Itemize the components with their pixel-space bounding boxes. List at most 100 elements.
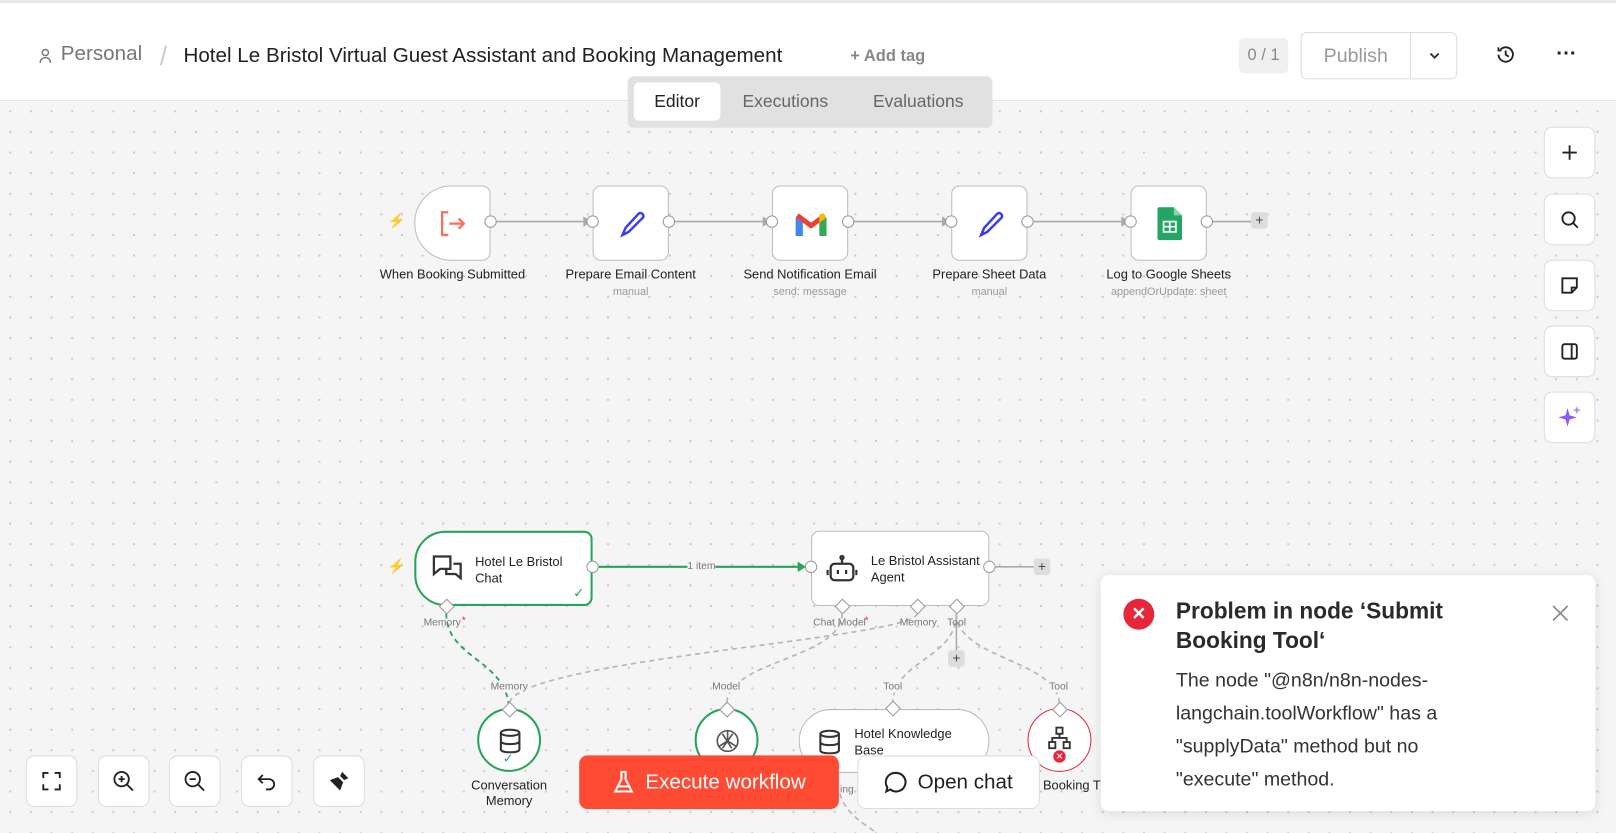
node-label: When Booking Submitted	[379, 266, 526, 282]
toast-message: The node "@n8n/n8n-nodes-langchain.toolW…	[1175, 669, 1438, 791]
panel-icon	[1561, 343, 1578, 360]
open-chat-label: Open chat	[917, 770, 1013, 794]
node-log-to-google-sheets[interactable]	[1130, 185, 1207, 261]
output-port[interactable]	[662, 215, 676, 228]
publish-options-chevron-icon[interactable]	[1409, 32, 1458, 79]
tab-evaluations[interactable]: Evaluations	[872, 91, 964, 112]
node-label: Conversation Memory	[471, 778, 548, 808]
output-port[interactable]	[586, 560, 599, 574]
add-tool-button[interactable]: +	[948, 650, 965, 667]
chat-bubble-icon	[885, 771, 907, 794]
input-port[interactable]	[586, 215, 599, 228]
add-node-button[interactable]: +	[1033, 558, 1051, 576]
search-nodes-button[interactable]	[1543, 193, 1596, 246]
port-label: Memory	[899, 617, 937, 629]
node-le-bristol-assistant-agent[interactable]: Le Bristol Assistant Agent	[811, 530, 990, 606]
success-check-icon: ✓	[573, 585, 585, 601]
node-when-booking-submitted[interactable]	[414, 185, 491, 261]
publish-button[interactable]: Publish	[1323, 45, 1388, 67]
node-subtitle: send: message	[773, 285, 847, 298]
toast-title: Problem in node ‘Submit Booking Tool‘	[1175, 597, 1443, 654]
broom-icon	[329, 771, 349, 791]
input-port[interactable]	[945, 215, 958, 228]
add-tag-button[interactable]: + Add tag	[850, 47, 926, 65]
node-conversation-memory[interactable]: ✓	[477, 708, 542, 772]
close-toast-icon[interactable]	[1551, 604, 1570, 628]
node-prepare-sheet-data[interactable]	[951, 185, 1028, 261]
google-sheets-icon	[1157, 207, 1183, 241]
input-port[interactable]	[804, 560, 818, 574]
output-port[interactable]	[1200, 215, 1214, 228]
node-label: Log to Google Sheets	[1106, 266, 1232, 282]
execute-label: Execute workflow	[645, 770, 806, 794]
port-label: Memory	[423, 617, 461, 629]
tab-executions[interactable]: Executions	[742, 91, 829, 112]
flask-icon	[613, 770, 634, 793]
node-label: Prepare Email Content	[565, 266, 696, 282]
error-toast: ✕ Problem in node ‘Submit Booking Tool‘ …	[1100, 575, 1596, 812]
history-icon[interactable]	[1495, 44, 1516, 70]
tidy-up-button[interactable]	[313, 755, 365, 807]
add-node-button[interactable]: +	[1251, 212, 1268, 229]
robot-icon	[826, 554, 858, 582]
node-label: Prepare Sheet Data	[932, 266, 1047, 282]
port-label: Chat Model	[813, 617, 866, 629]
node-subtitle: manual	[612, 285, 649, 298]
output-port[interactable]	[1021, 215, 1034, 228]
add-node-toolbar-button[interactable]	[1543, 126, 1596, 179]
fit-view-button[interactable]	[25, 755, 78, 807]
edge-item-count: 1 item	[687, 560, 716, 572]
sparkle-icon	[1558, 406, 1581, 427]
error-icon: ✕	[1053, 750, 1066, 763]
error-icon: ✕	[1123, 598, 1155, 630]
output-port[interactable]	[484, 215, 497, 228]
sticky-note-icon	[1561, 277, 1578, 294]
undo-button[interactable]	[241, 755, 293, 807]
node-send-notification-email[interactable]	[771, 185, 849, 261]
input-port[interactable]	[765, 215, 779, 228]
node-subtitle: appendOrUpdate: sheet	[1110, 285, 1227, 298]
zoom-out-button[interactable]	[169, 755, 221, 807]
version-counter: 0 / 1	[1238, 38, 1289, 74]
user-icon	[37, 47, 53, 69]
port-label: Tool	[1049, 681, 1069, 693]
database-icon	[499, 728, 521, 754]
node-hotel-le-bristol-chat[interactable]: Hotel Le Bristol Chat ✓	[414, 530, 593, 606]
chat-icon	[432, 555, 462, 581]
node-title: Le Bristol Assistant Agent	[870, 553, 980, 585]
port-label: Tool	[883, 681, 903, 693]
execute-workflow-button[interactable]: Execute workflow	[579, 755, 839, 810]
node-prepare-email-content[interactable]	[592, 185, 669, 261]
port-label: Tool	[947, 617, 967, 629]
open-chat-button[interactable]: Open chat	[857, 755, 1040, 810]
input-port[interactable]	[1124, 215, 1137, 228]
breadcrumb-project[interactable]: Personal	[60, 42, 143, 65]
search-icon	[1561, 211, 1579, 229]
pencil-icon	[620, 211, 645, 238]
more-options-icon[interactable]: ···	[1556, 42, 1577, 65]
node-label: Send Notification Email	[743, 266, 877, 282]
tab-editor[interactable]: Editor	[633, 82, 721, 121]
trigger-bolt-icon: ⚡	[387, 212, 406, 229]
output-port[interactable]	[983, 560, 996, 574]
workflow-title[interactable]: Hotel Le Bristol Virtual Guest Assistant…	[183, 44, 783, 67]
port-label: Model	[712, 681, 741, 693]
node-label: Booking T	[1042, 778, 1101, 793]
node-title: Hotel Le Bristol Chat	[475, 554, 563, 586]
port-label: Memory	[490, 681, 528, 693]
port-label: ing	[839, 784, 854, 796]
sticky-note-button[interactable]	[1543, 259, 1596, 312]
workflow-tool-icon	[1048, 726, 1071, 750]
output-port[interactable]	[842, 215, 855, 228]
zoom-in-icon	[113, 770, 134, 792]
fullscreen-icon	[42, 772, 61, 791]
breadcrumb-separator: /	[159, 40, 168, 72]
zoom-in-button[interactable]	[97, 755, 150, 807]
ai-assistant-button[interactable]	[1543, 391, 1596, 444]
plus-icon	[1562, 145, 1577, 160]
trigger-bolt-icon: ⚡	[387, 557, 406, 575]
toggle-panel-button[interactable]	[1543, 325, 1596, 378]
openai-icon	[716, 729, 739, 753]
success-check-icon: ✓	[502, 751, 514, 766]
database-icon	[819, 729, 840, 755]
